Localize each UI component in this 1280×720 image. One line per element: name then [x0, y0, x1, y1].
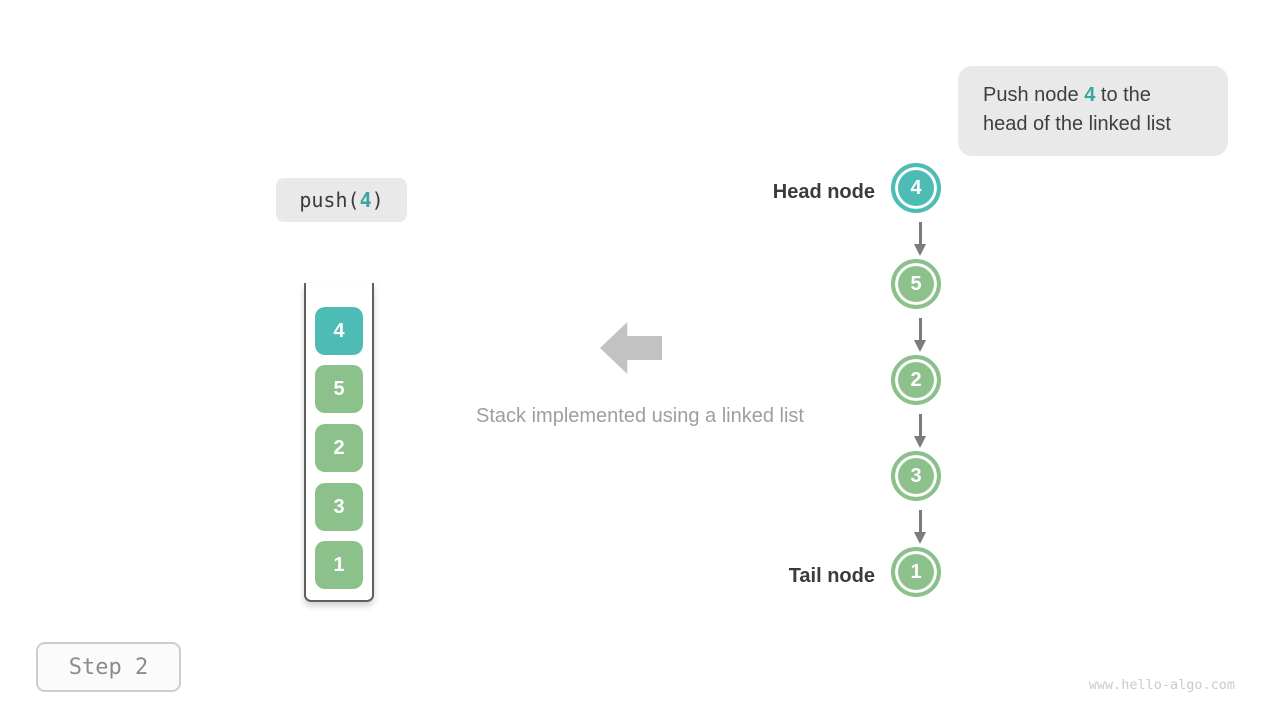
callout-text-prefix: Push node: [983, 84, 1085, 106]
stack-item: 5: [315, 365, 363, 413]
callout-text-suffix: to the: [1095, 84, 1151, 106]
push-code-suffix: ): [371, 188, 384, 212]
left-arrow-icon: [600, 322, 662, 374]
down-arrowhead-icon: [913, 532, 926, 544]
push-code-prefix: push(: [299, 188, 360, 212]
link-arrow-line: [919, 318, 922, 341]
link-arrow-line: [919, 510, 922, 533]
diagram-caption: Stack implemented using a linked list: [476, 405, 804, 427]
list-node: 4: [891, 163, 941, 213]
stack-item: 2: [315, 424, 363, 472]
link-arrow-line: [919, 222, 922, 245]
push-operation-chip: push(4): [276, 178, 407, 222]
callout-highlight-value: 4: [1084, 84, 1096, 106]
link-arrow-line: [919, 414, 922, 437]
down-arrowhead-icon: [913, 436, 926, 448]
step-indicator: Step 2: [36, 642, 181, 692]
tail-node-label: Tail node: [788, 565, 875, 587]
head-node-label: Head node: [772, 181, 875, 203]
callout-bubble: Push node 4 to the head of the linked li…: [958, 66, 1228, 156]
stack-item: 3: [315, 483, 363, 531]
list-node: 2: [891, 355, 941, 405]
list-node: 1: [891, 547, 941, 597]
watermark-url: www.hello-algo.com: [1088, 677, 1235, 693]
down-arrowhead-icon: [913, 244, 926, 256]
push-arg-value: 4: [359, 188, 372, 212]
callout-text-line2: head of the linked list: [983, 113, 1171, 135]
down-arrowhead-icon: [913, 340, 926, 352]
list-node: 5: [891, 259, 941, 309]
list-node: 3: [891, 451, 941, 501]
stack-item: 4: [315, 307, 363, 355]
stack-container: 4 5 2 3 1: [304, 283, 374, 602]
stack-item: 1: [315, 541, 363, 589]
